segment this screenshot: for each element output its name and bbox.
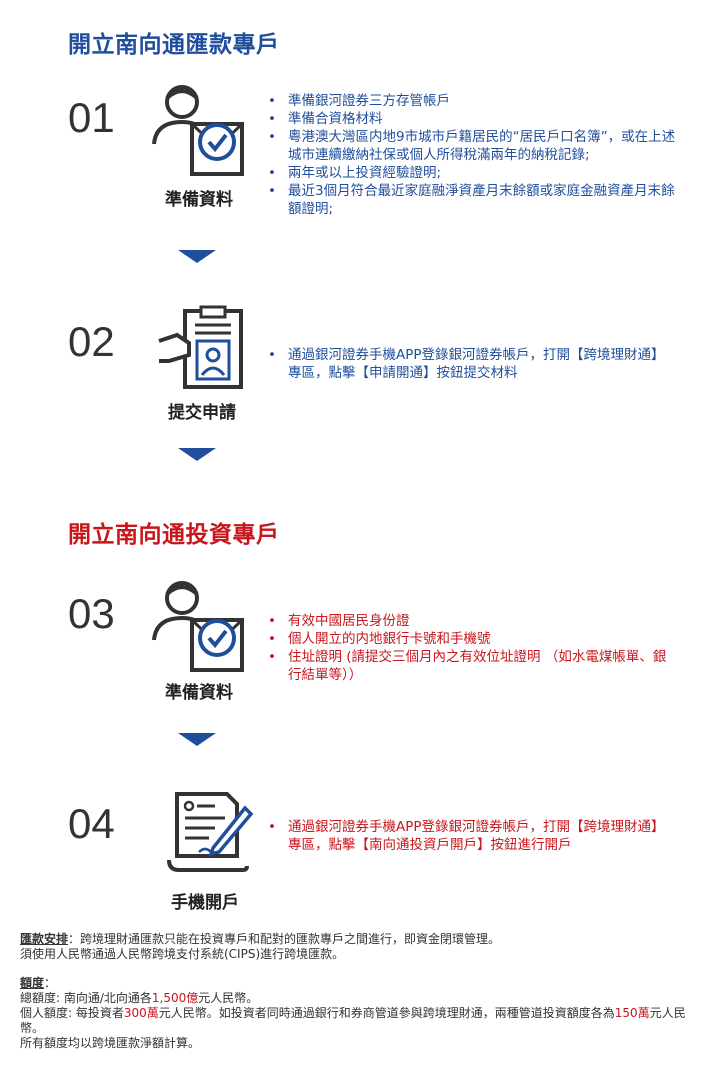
list-item: 準備銀河證券三方存管帳戶: [266, 92, 676, 110]
remittance-notes: 匯款安排：跨境理財通匯款只能在投資專戶和配對的匯款專戶之間進行，即資金閉環管理。…: [20, 932, 690, 962]
step-number: 03: [68, 590, 115, 637]
total-quota-text: 總額度: 南向通/北向通各: [20, 991, 152, 1005]
list-item: 兩年或以上投資經驗證明;: [266, 164, 676, 182]
down-arrow-icon: [178, 733, 216, 746]
list-item: 通過銀河證券手機APP登錄銀河證券帳戶，打開【跨境理財通】專區，點擊【南向通投資…: [266, 818, 676, 854]
total-quota-value: 1,500億: [151, 991, 199, 1005]
step-04-instructions-list: 通過銀河證券手機APP登錄銀河證券帳戶，打開【跨境理財通】專區，點擊【南向通投資…: [266, 818, 676, 854]
channel-quota-value: 150萬: [614, 1006, 650, 1020]
section-title-remittance: 開立南向通匯款專戶: [68, 32, 280, 58]
list-item: 準備合資格材料: [266, 110, 676, 128]
step-label: 提交申請: [168, 403, 236, 423]
down-arrow-icon: [178, 448, 216, 461]
remittance-arrangement-line: 匯款安排：跨境理財通匯款只能在投資專戶和配對的匯款專戶之間進行，即資金閉環管理。: [20, 932, 690, 947]
down-arrow-icon: [178, 250, 216, 263]
total-quota-suffix: 元人民幣。: [198, 991, 259, 1005]
list-item: 個人開立的内地銀行卡號和手機號: [266, 630, 676, 648]
quota-notes: 額度： 總額度: 南向通/北向通各1,500億元人民幣。 個人額度: 每投資者3…: [20, 976, 690, 1051]
quota-heading-line: 額度：: [20, 976, 690, 991]
personal-quota-middle: 元人民幣。如投資者同時通過銀行和券商管道參與跨境理財通，兩種管道投資額度各為: [158, 1006, 615, 1020]
total-quota-line: 總額度: 南向通/北向通各1,500億元人民幣。: [20, 991, 690, 1006]
step-number: 04: [68, 800, 115, 847]
hand-clipboard-id-icon: [155, 305, 245, 393]
list-item: 最近3個月符合最近家庭融淨資產月末餘額或家庭金融資產月末餘額證明;: [266, 182, 676, 218]
personal-quota-line: 個人額度: 每投資者300萬元人民幣。如投資者同時通過銀行和券商管道參與跨境理財…: [20, 1006, 690, 1036]
personal-quota-suffix: 元人民幣。: [20, 1006, 686, 1035]
step-01-requirements-list: 準備銀河證券三方存管帳戶 準備合資格材料 粵港澳大灣區内地9市城市戶籍居民的“居…: [266, 92, 676, 218]
list-item: 有效中國居民身份證: [266, 612, 676, 630]
step-03-requirements-list: 有效中國居民身份證 個人開立的内地銀行卡號和手機號 住址證明 (請提交三個月內之…: [266, 612, 676, 684]
step-number: 01: [68, 94, 115, 141]
personal-quota-value: 300萬: [123, 1006, 159, 1020]
net-calculation-line: 所有額度均以跨境匯款淨額計算。: [20, 1036, 201, 1050]
step-label: 準備資料: [165, 190, 233, 210]
quota-heading: 額度: [20, 976, 45, 990]
step-label: 手機開戶: [171, 893, 239, 913]
step-label: 準備資料: [165, 683, 233, 703]
personal-quota-text: 個人額度: 每投資者: [20, 1006, 124, 1020]
remittance-heading: 匯款安排: [20, 932, 69, 946]
list-item: 住址證明 (請提交三個月內之有效位址證明 （如水電煤帳單、銀行結單等））: [266, 648, 676, 684]
document-pen-icon: [165, 790, 255, 878]
person-envelope-check-icon: [148, 576, 248, 676]
person-envelope-check-icon: [148, 80, 248, 180]
quota-colon: ：: [44, 976, 57, 990]
remittance-cips-line: 須使用人民幣通過人民幣跨境支付系統(CIPS)進行跨境匯款。: [20, 947, 345, 961]
section-title-investment: 開立南向通投資專戶: [68, 522, 280, 548]
list-item: 粵港澳大灣區内地9市城市戶籍居民的“居民戶口名簿”，或在上述城市連續繳納社保或個…: [266, 128, 676, 164]
list-item: 通過銀河證券手機APP登錄銀河證券帳戶，打開【跨境理財通】專區，點擊【申請開通】…: [266, 346, 676, 382]
step-number: 02: [68, 318, 115, 365]
step-02-instructions-list: 通過銀河證券手機APP登錄銀河證券帳戶，打開【跨境理財通】專區，點擊【申請開通】…: [266, 346, 676, 382]
remittance-text: ：跨境理財通匯款只能在投資專戶和配對的匯款專戶之間進行，即資金閉環管理。: [68, 932, 501, 946]
